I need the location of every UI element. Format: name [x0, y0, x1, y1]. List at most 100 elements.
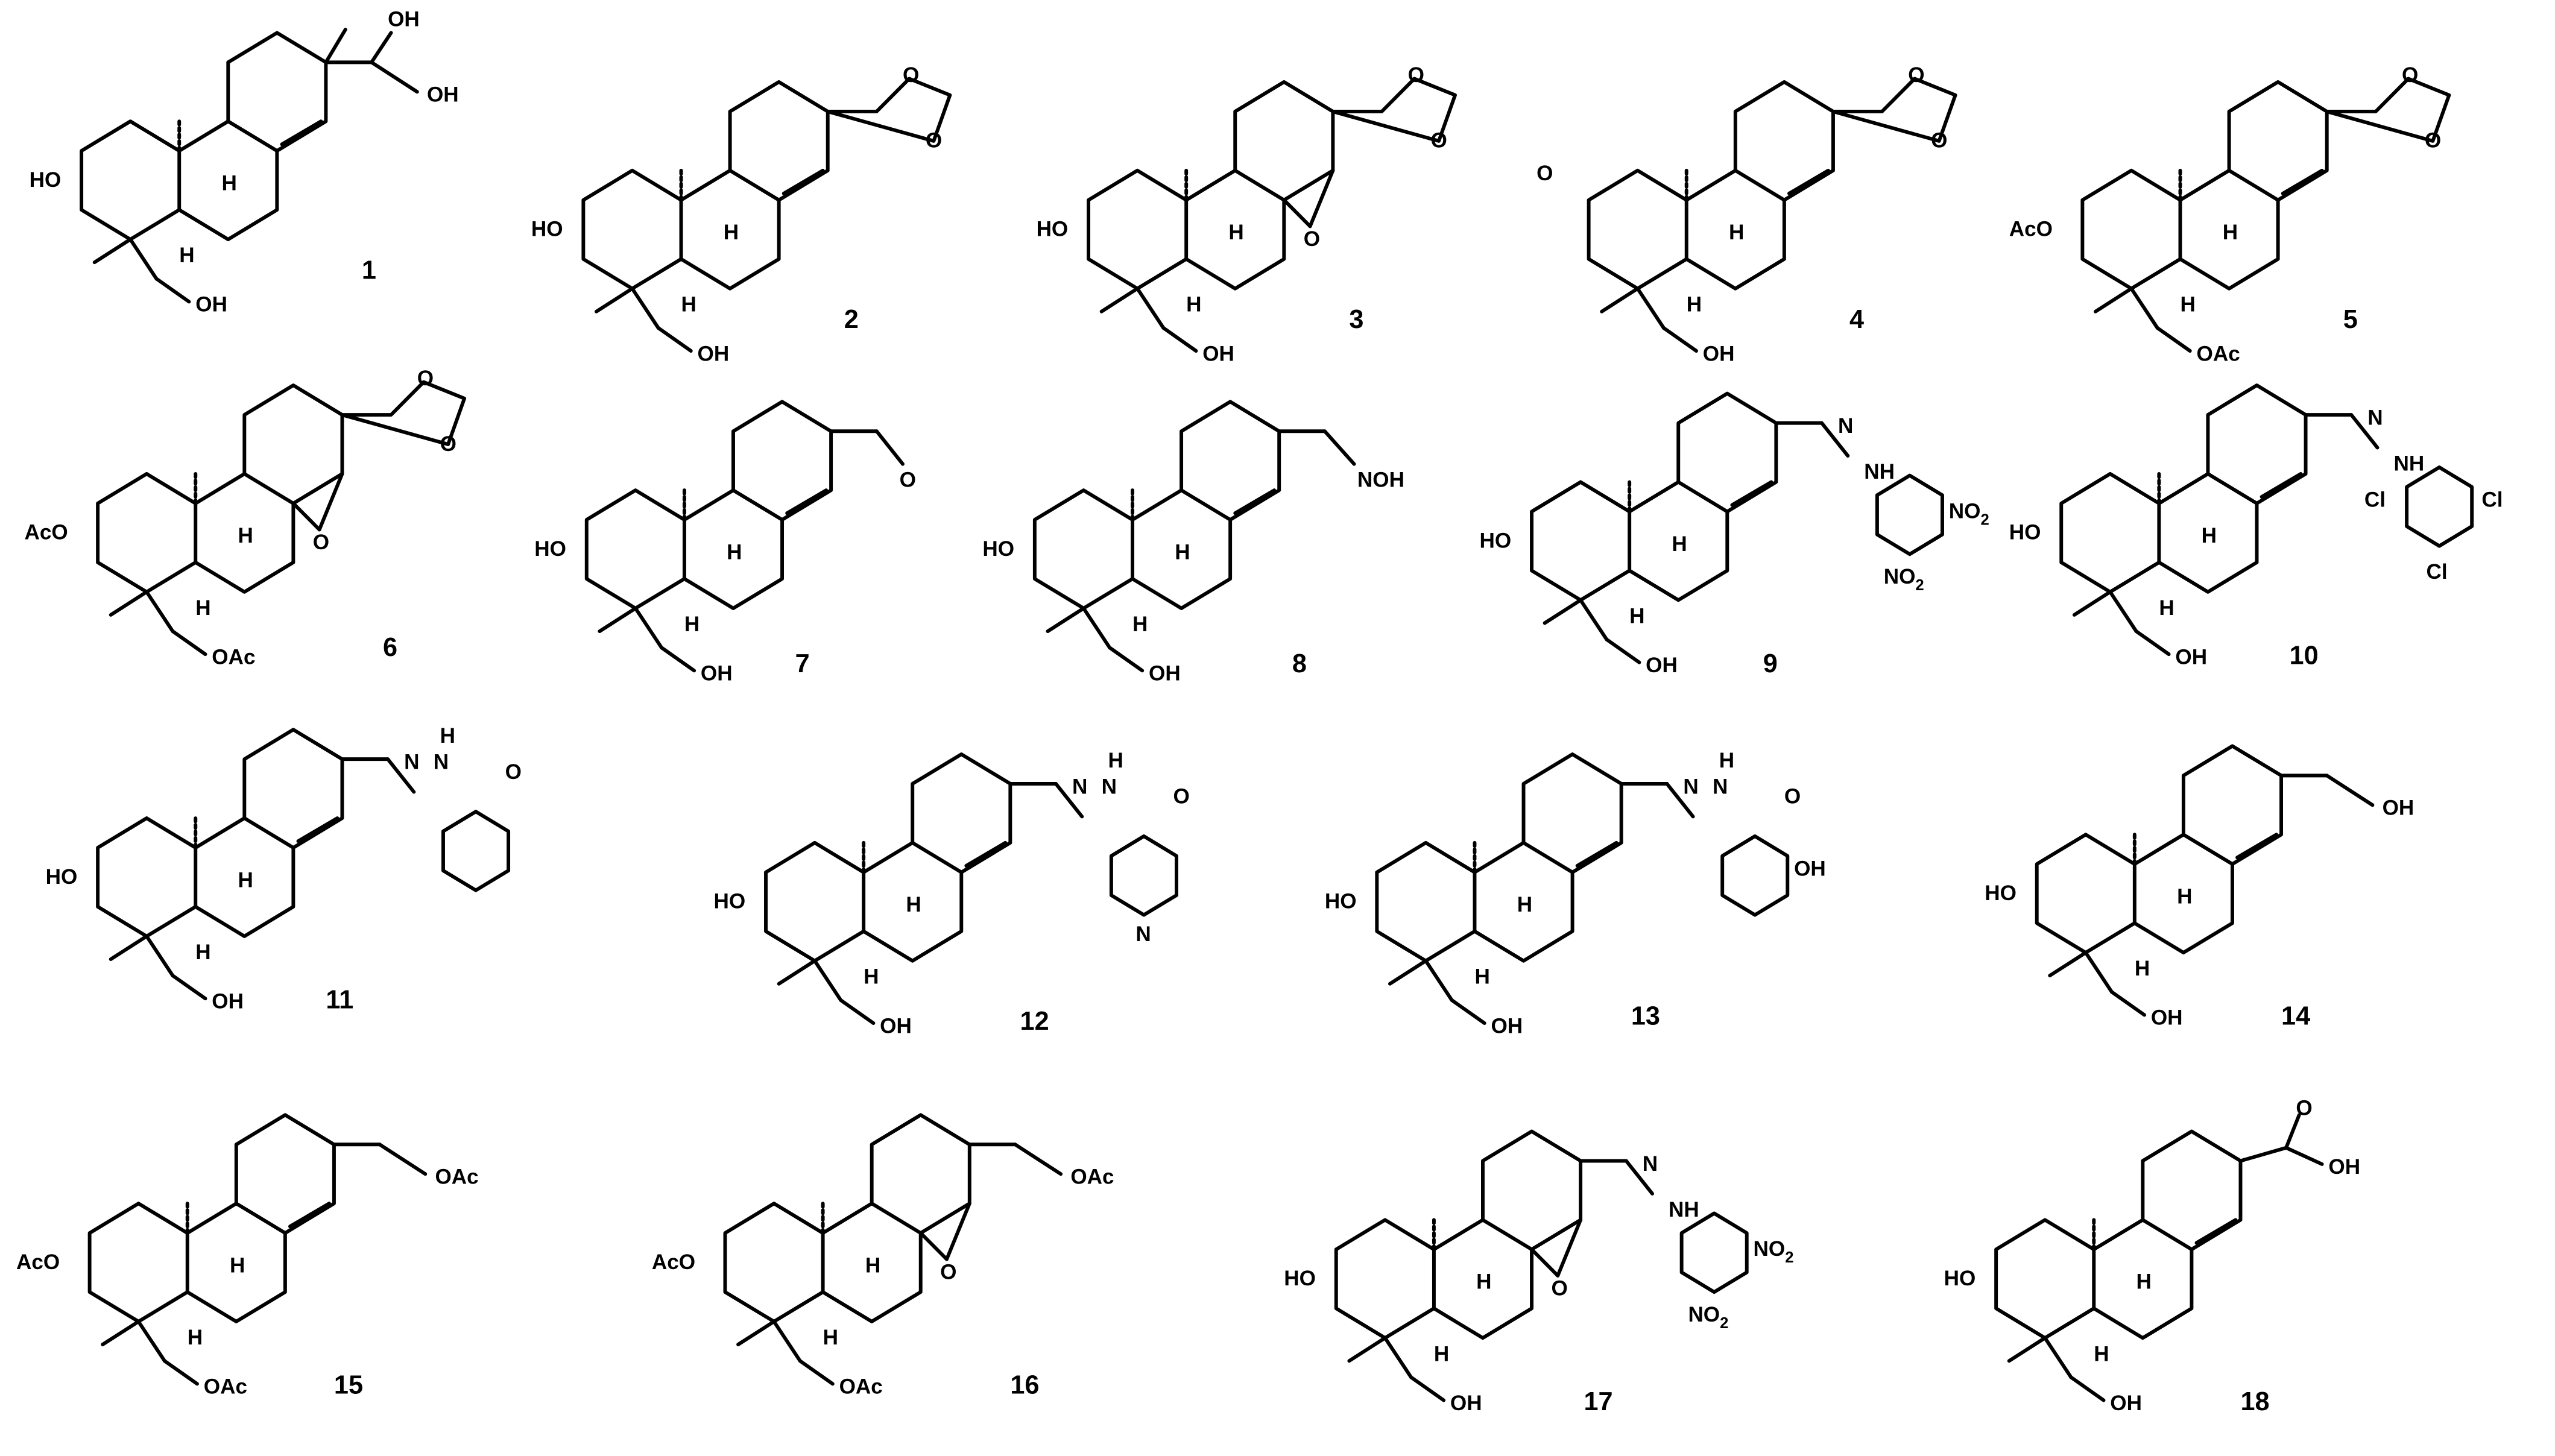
nitro-label: NO2 — [1754, 1237, 1794, 1266]
hydroxyl-label: HO — [1985, 881, 2017, 905]
hydrogen-label: H — [195, 941, 210, 964]
compound-6: AcO H H OAc O O O 6 — [25, 367, 467, 669]
acetoxy-label: OAc — [839, 1375, 883, 1399]
hydrogen-label: H — [179, 244, 194, 267]
hydroxyl-label: OH — [1450, 1391, 1482, 1415]
hydroxyl-label: OH — [195, 293, 227, 317]
hydroxyl-label: OH — [2151, 1006, 2183, 1030]
compound-number: 4 — [1849, 305, 1864, 334]
hydroxyl-label: OH — [2175, 645, 2207, 669]
chlorine-label: Cl — [2481, 488, 2503, 511]
hydrogen-label: H — [238, 524, 253, 547]
compound-14: HO H H OH OH 14 — [1985, 746, 2414, 1031]
hydrogen-label: H — [1474, 965, 1489, 989]
acid-hydroxyl-label: OH — [2328, 1155, 2360, 1179]
phenol-hydroxyl-label: OH — [1794, 857, 1826, 880]
compound-16: AcO H H OAc O OAc 16 — [652, 1115, 1114, 1400]
oxygen-label: O — [1431, 129, 1447, 153]
epoxide-oxygen-label: O — [1304, 227, 1320, 251]
acetoxy-label: AcO — [25, 521, 68, 544]
oxygen-label: O — [903, 63, 919, 87]
compound-number: 14 — [2281, 1002, 2310, 1031]
compound-9: HO H H OH N NH NO2 NO2 9 — [1480, 394, 1989, 678]
compound-2: HO H H OH O O 2 — [531, 63, 952, 365]
compound-17: HO H H OH O N NH NO2 NO2 17 — [1284, 1132, 1794, 1416]
compound-number: 1 — [362, 256, 376, 285]
amide-hydrogen-label: H — [1108, 749, 1123, 772]
hydroxyl-label: OH — [1703, 342, 1735, 365]
compound-number: 3 — [1349, 305, 1363, 334]
hydrogen-label: H — [2202, 524, 2217, 547]
hydroxyl-label: OH — [1202, 342, 1234, 365]
compound-3: HO H H OH O O O 3 — [1037, 63, 1458, 365]
compound-number: 6 — [383, 633, 397, 662]
hydroxyl-label: HO — [30, 168, 62, 192]
amide-hydrogen-label: H — [440, 724, 455, 748]
acetoxy-label: OAc — [2197, 342, 2240, 365]
hydrogen-label: H — [1517, 893, 1532, 916]
hydrogen-label: H — [684, 613, 700, 636]
hydroxyl-label: OH — [701, 662, 733, 685]
hydrogen-label: H — [1729, 221, 1744, 244]
hydrogen-label: H — [2181, 293, 2196, 317]
compound-7: HO H H OH O 7 — [534, 402, 916, 685]
hydrogen-label: H — [1132, 613, 1148, 636]
oxygen-label: O — [1908, 63, 1924, 87]
compound-8: HO H H OH NOH 8 — [982, 402, 1404, 685]
hydroxyl-label: HO — [534, 537, 566, 561]
acetoxy-label: AcO — [16, 1250, 60, 1274]
oxygen-label: O — [1931, 129, 1947, 153]
compound-number: 17 — [1584, 1387, 1613, 1416]
compound-number: 2 — [844, 305, 859, 334]
amide-nitrogen-label: N — [1102, 775, 1117, 798]
hydrogen-label: H — [2135, 957, 2150, 980]
amide-hydrogen-label: H — [1719, 749, 1734, 772]
hydrogen-label: H — [1629, 604, 1644, 628]
chlorine-label: Cl — [2427, 560, 2448, 584]
carbonyl-oxygen-label: O — [2296, 1096, 2312, 1120]
oxygen-label: O — [1408, 63, 1424, 87]
acetoxy-label: OAc — [204, 1375, 247, 1399]
hydrogen-label: H — [865, 1253, 880, 1277]
compound-10: HO H H OH N NH Cl Cl Cl 10 — [2009, 385, 2503, 670]
epoxide-oxygen-label: O — [313, 531, 329, 554]
pyridine-nitrogen-label: N — [1135, 922, 1151, 946]
amine-label: NH — [1864, 460, 1895, 484]
hydrogen-label: H — [727, 540, 742, 564]
compound-number: 16 — [1010, 1371, 1039, 1400]
compound-15: AcO H H OAc OAc 15 — [16, 1115, 479, 1400]
compound-number: 5 — [2343, 305, 2358, 334]
hydrogen-label: H — [823, 1326, 838, 1349]
compound-18: HO H H OH O OH 18 — [1944, 1096, 2360, 1416]
hydrogen-label: H — [2137, 1270, 2152, 1294]
hydroxyl-label: OH — [1149, 662, 1181, 685]
acetoxy-label: OAc — [435, 1165, 478, 1188]
hydroxyl-label: HO — [46, 865, 78, 889]
compound-number: 10 — [2290, 641, 2319, 670]
hydrogen-label: H — [1476, 1270, 1491, 1294]
hydroxyl-label: HO — [714, 890, 746, 913]
acetoxy-label: OAc — [212, 645, 255, 669]
imine-nitrogen-label: N — [1683, 775, 1698, 798]
chlorine-label: Cl — [2364, 488, 2386, 511]
hydrogen-label: H — [864, 965, 879, 989]
compound-number: 12 — [1020, 1007, 1049, 1036]
nitro-label: NO2 — [1688, 1303, 1728, 1332]
compound-number: 18 — [2240, 1387, 2269, 1416]
hydroxyl-label: HO — [2009, 521, 2041, 544]
hydroxyl-label: OH — [880, 1014, 912, 1038]
carbonyl-oxygen-label: O — [1784, 785, 1801, 808]
compound-number: 9 — [1763, 649, 1778, 678]
acetoxy-label: OAc — [1070, 1165, 1114, 1188]
hydrogen-label: H — [230, 1253, 245, 1277]
compound-11: HO H H OH N H N O 11 — [46, 724, 522, 1015]
imine-nitrogen-label: N — [1072, 775, 1087, 798]
amide-nitrogen-label: N — [434, 750, 449, 774]
compound-5: AcO H H OAc O O 5 — [2009, 63, 2451, 365]
hydroxyl-label: HO — [1325, 890, 1357, 913]
oxime-label: NOH — [1357, 468, 1404, 492]
hydroxyl-label: OH — [212, 989, 244, 1013]
imine-nitrogen-label: N — [1838, 414, 1853, 438]
carbonyl-oxygen-label: O — [505, 760, 522, 784]
hydrogen-label: H — [188, 1326, 203, 1349]
